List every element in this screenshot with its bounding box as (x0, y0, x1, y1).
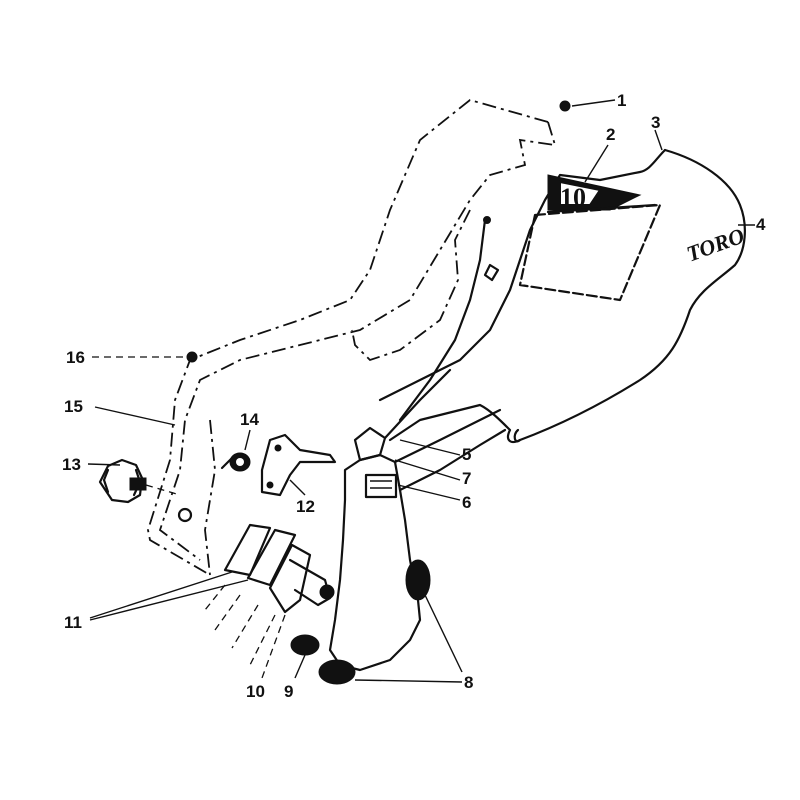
housing-ghost-outline (147, 99, 557, 576)
callout-9: 9 (284, 682, 293, 701)
leader-lines (87, 99, 755, 683)
handle-upright (328, 216, 507, 672)
callout-labels: 1 2 3 4 5 6 7 8 9 10 11 12 13 14 15 16 (62, 91, 766, 701)
bracket (260, 433, 337, 497)
callout-4: 4 (756, 215, 766, 234)
knob (98, 458, 181, 504)
wheel-front (318, 659, 356, 685)
callout-3: 3 (651, 113, 660, 132)
spring (220, 452, 251, 472)
panel-hole (177, 507, 193, 523)
screw-1 (559, 100, 571, 112)
callout-8: 8 (464, 673, 473, 692)
callout-6: 6 (462, 493, 471, 512)
callout-7: 7 (462, 469, 471, 488)
callout-5: 5 (462, 445, 471, 464)
callout-2: 2 (606, 125, 615, 144)
wheels (290, 559, 431, 685)
callout-11: 11 (64, 613, 82, 632)
roller-assembly (204, 523, 335, 666)
callout-10: 10 (246, 682, 265, 701)
wheel-rear (405, 559, 431, 601)
callout-12: 12 (296, 497, 315, 516)
callout-13: 13 (62, 455, 81, 474)
decal: 10 (546, 174, 657, 214)
callout-15: 15 (64, 397, 83, 416)
callout-14: 14 (240, 410, 259, 429)
screw-16 (186, 351, 198, 363)
wheel-small (290, 634, 320, 656)
callout-16: 16 (66, 348, 85, 367)
callout-1: 1 (617, 91, 626, 110)
decal-text: 10 (560, 183, 586, 212)
